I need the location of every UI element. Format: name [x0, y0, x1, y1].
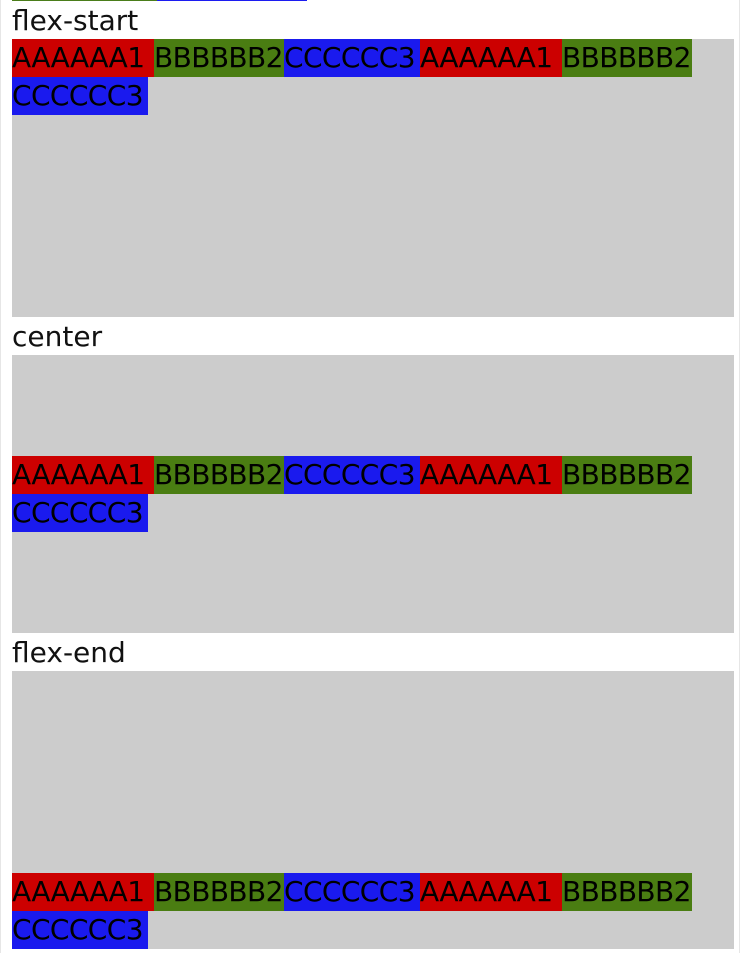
flex-container: AAAAAA1 BBBBBB2 CCCCCC3 AAAAAA1 BBBBBB2 …: [12, 355, 734, 633]
flex-item-b: BBBBBB2: [154, 456, 284, 494]
flex-container: AAAAAA1 BBBBBB2 CCCCCC3 AAAAAA1 BBBBBB2 …: [12, 39, 734, 317]
flex-item-c: CCCCCC3: [284, 873, 420, 911]
flex-item-a: AAAAAA1: [420, 456, 562, 494]
flex-item-a: AAAAAA1: [420, 873, 562, 911]
flex-item-c: CCCCCC3: [284, 456, 420, 494]
flex-item-c: CCCCCC3: [12, 911, 148, 949]
section-title: center: [12, 320, 103, 353]
flex-item-b: BBBBBB2: [562, 39, 692, 77]
flex-item-b: BBBBBB2: [562, 873, 692, 911]
flex-item-b: BBBBBB2: [562, 456, 692, 494]
top-cropped-strip: [12, 0, 307, 1]
flex-item-a: AAAAAA1: [12, 456, 154, 494]
flex-item-c: CCCCCC3: [12, 494, 148, 532]
section-title: flex-end: [12, 636, 126, 669]
cropped-green-item: [12, 0, 157, 1]
section-flex-start: flex-start AAAAAA1 BBBBBB2 CCCCCC3 AAAAA…: [12, 1, 734, 317]
flex-item-a: AAAAAA1: [12, 873, 154, 911]
flex-item-a: AAAAAA1: [12, 39, 154, 77]
flex-item-b: BBBBBB2: [154, 873, 284, 911]
section-center: center AAAAAA1 BBBBBB2 CCCCCC3 AAAAAA1 B…: [12, 317, 734, 633]
section-flex-end: flex-end AAAAAA1 BBBBBB2 CCCCCC3 AAAAAA1…: [12, 633, 734, 949]
flex-item-c: CCCCCC3: [284, 39, 420, 77]
cropped-blue-item: [157, 0, 307, 1]
flex-container: AAAAAA1 BBBBBB2 CCCCCC3 AAAAAA1 BBBBBB2 …: [12, 671, 734, 949]
flex-item-c: CCCCCC3: [12, 77, 148, 115]
flex-item-a: AAAAAA1: [420, 39, 562, 77]
flex-item-b: BBBBBB2: [154, 39, 284, 77]
section-title: flex-start: [12, 4, 139, 37]
